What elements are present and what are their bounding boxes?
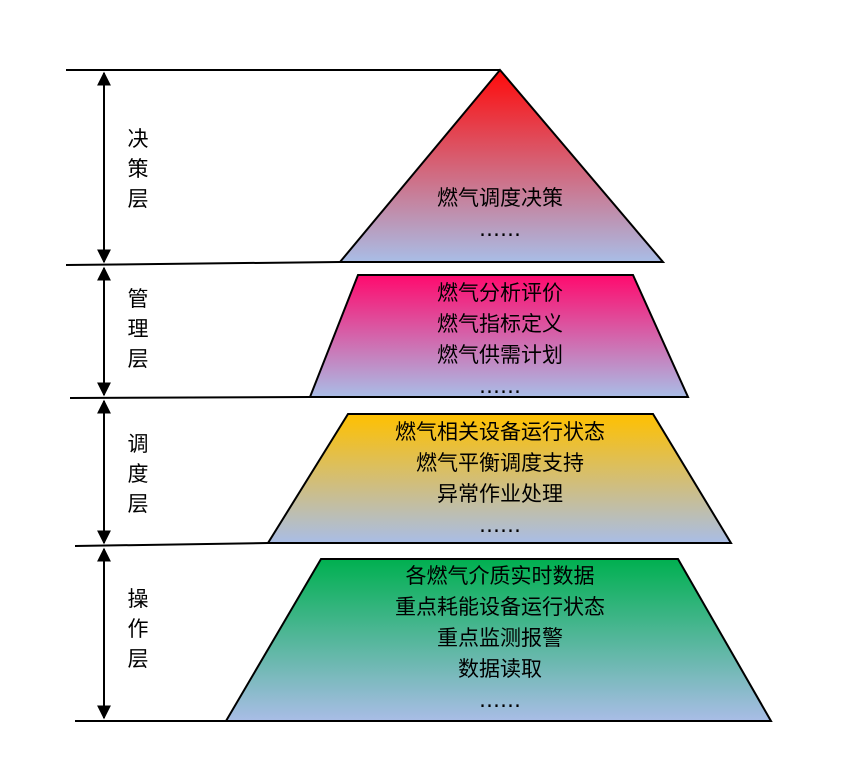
layer-label-char: 层 [127, 347, 149, 371]
layer-boundary-line-2 [69, 396, 311, 399]
layer-label-char: 作 [127, 617, 149, 641]
layer-label-char: 层 [127, 187, 149, 211]
tier-text-decision: 燃气调度决策 …… [400, 183, 600, 245]
layer-label-char: 决 [127, 127, 149, 151]
layer-label-char: 操 [127, 587, 149, 611]
layer-label-operation: 操 作 层 [118, 584, 158, 674]
layer-label-decision: 决 策 层 [118, 124, 158, 214]
pyramid-trapezoid-management [308, 274, 690, 398]
layer-label-char: 度 [127, 462, 149, 486]
tier-item: …… [479, 688, 521, 712]
layer-label-char: 理 [127, 317, 149, 341]
tier-text-operation: 各燃气介质实时数据 重点耗能设备运行状态 重点监测报警 数据读取 …… [350, 561, 650, 716]
layer-label-management: 管 理 层 [118, 284, 158, 374]
layer-boundary-line-1 [65, 261, 341, 266]
layer-label-char: 调 [127, 432, 149, 456]
tier-item: …… [479, 217, 521, 241]
tier-item: 燃气指标定义 [437, 312, 563, 336]
tier-item: 异常作业处理 [437, 482, 563, 506]
pyramid-trapezoid-dispatch [266, 413, 733, 544]
layer-label-char: 策 [127, 157, 149, 181]
tier-item: 数据读取 [458, 657, 542, 681]
tier-item: …… [479, 374, 521, 398]
tier-item: 燃气相关设备运行状态 [395, 420, 605, 444]
layer-label-char: 层 [127, 647, 149, 671]
tier-item: 燃气调度决策 [437, 186, 563, 210]
tier-item: 重点耗能设备运行状态 [395, 595, 605, 619]
layer-boundary-line-3 [74, 542, 269, 547]
tier-item: 燃气供需计划 [437, 343, 563, 367]
pyramid-trapezoid-operation [224, 558, 773, 722]
layer-label-dispatch: 调 度 层 [118, 429, 158, 519]
tier-item: 燃气平衡调度支持 [416, 451, 584, 475]
tier-text-dispatch: 燃气相关设备运行状态 燃气平衡调度支持 异常作业处理 …… [350, 417, 650, 541]
tier-item: 燃气分析评价 [437, 281, 563, 305]
tier-text-management: 燃气分析评价 燃气指标定义 燃气供需计划 …… [400, 278, 600, 402]
pyramid-top-triangle-decision [337, 68, 666, 263]
tier-item: 重点监测报警 [437, 626, 563, 650]
tier-item: 各燃气介质实时数据 [405, 564, 595, 588]
layer-label-char: 层 [127, 492, 149, 516]
tier-item: …… [479, 513, 521, 537]
layer-label-char: 管 [127, 287, 149, 311]
